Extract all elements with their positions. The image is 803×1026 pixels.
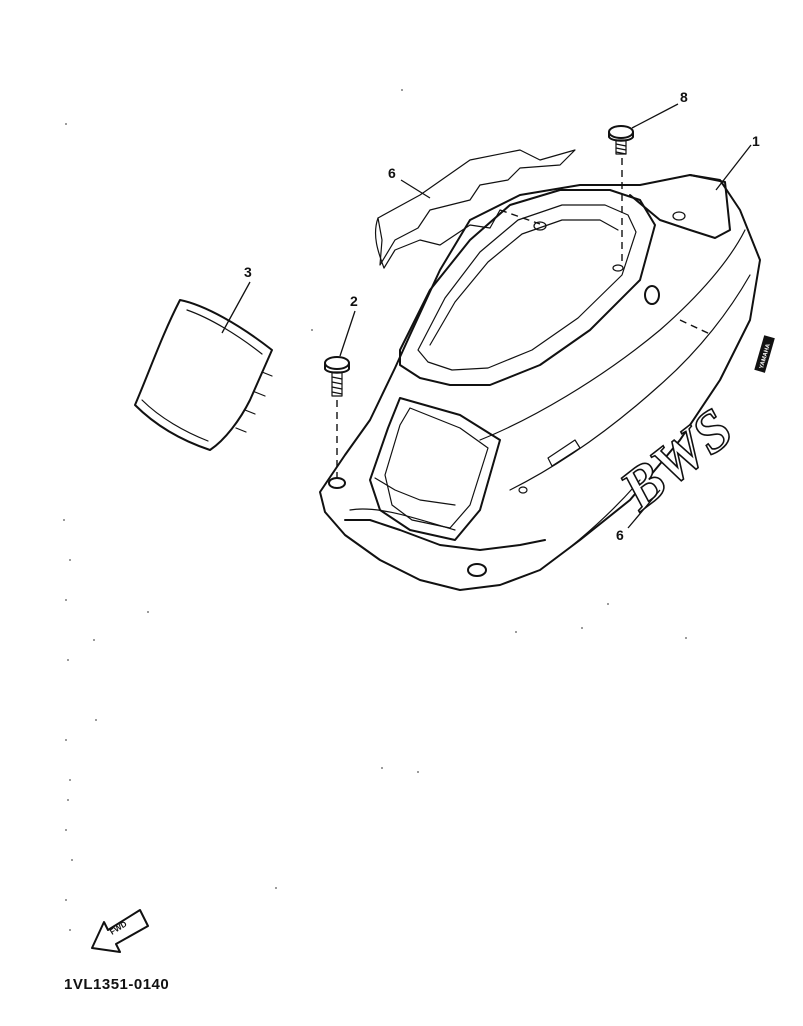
assembly-lines bbox=[336, 158, 713, 478]
fwd-label: FWD bbox=[108, 919, 128, 936]
callout-1: 1 bbox=[752, 133, 760, 149]
brand-tag-plate bbox=[754, 335, 775, 373]
part-8-screw bbox=[608, 125, 634, 155]
part-6-upper-decal bbox=[374, 149, 576, 269]
callout-2: 2 bbox=[350, 293, 358, 309]
part-1-body-cover bbox=[319, 174, 761, 591]
fwd-arrow-icon: FWD bbox=[91, 909, 149, 953]
callout-6-upper: 6 bbox=[388, 165, 396, 181]
callout-labels: 1 2 3 6 6 8 bbox=[244, 89, 760, 543]
brand-decal-text: BWS bbox=[607, 396, 744, 523]
scan-noise bbox=[63, 89, 687, 931]
callout-3: 3 bbox=[244, 264, 252, 280]
part-2-screw bbox=[324, 356, 350, 397]
callout-8: 8 bbox=[680, 89, 688, 105]
part-6-lower-decal: BWS YAMAHA bbox=[606, 335, 775, 524]
leader-lines bbox=[221, 103, 752, 529]
part-3-panel bbox=[134, 299, 273, 451]
diagram-code-label: 1VL1351-0140 bbox=[64, 976, 170, 993]
callout-6-lower: 6 bbox=[616, 527, 624, 543]
